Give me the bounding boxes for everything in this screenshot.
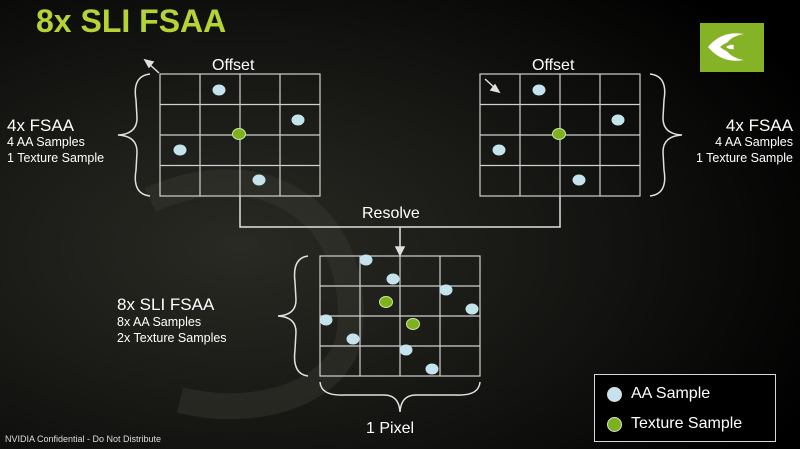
bottom-grid-samples bbox=[319, 254, 479, 375]
right-fsaa-line1: 4 AA Samples bbox=[715, 135, 793, 149]
aa-sample-dot bbox=[572, 174, 586, 186]
sli-fsaa-line2: 2x Texture Samples bbox=[117, 331, 227, 345]
right-offset-label: Offset bbox=[532, 57, 575, 74]
aa-sample-dot bbox=[425, 363, 439, 375]
slide-title: 8x SLI FSAA bbox=[36, 3, 227, 39]
legend-texture-label: Texture Sample bbox=[631, 415, 743, 432]
sli-fsaa-line1: 8x AA Samples bbox=[117, 315, 202, 329]
left-fsaa-line2: 1 Texture Sample bbox=[7, 151, 105, 165]
aa-sample-dot bbox=[359, 254, 373, 266]
bottom-pixel-brace bbox=[319, 381, 481, 413]
right-brace bbox=[649, 73, 683, 197]
aa-sample-dot bbox=[252, 174, 266, 186]
aa-sample-dot bbox=[399, 344, 413, 356]
aa-sample-dot bbox=[492, 144, 506, 156]
left-offset-arrow-icon bbox=[143, 58, 160, 74]
aa-sample-dot bbox=[611, 114, 625, 126]
aa-sample-dot bbox=[532, 84, 546, 96]
texture-sample-dot bbox=[552, 128, 566, 140]
right-offset-arrow-icon bbox=[484, 78, 501, 94]
right-grid-samples bbox=[492, 84, 625, 186]
aa-sample-legend-icon bbox=[607, 386, 622, 402]
resolve-connector bbox=[239, 196, 561, 257]
left-fsaa-line1: 4 AA Samples bbox=[7, 135, 85, 149]
pixel-label: 1 Pixel bbox=[366, 420, 415, 437]
aa-sample-dot bbox=[465, 303, 479, 315]
resolve-label: Resolve bbox=[362, 205, 420, 222]
legend-aa-row: AA Sample bbox=[607, 383, 710, 405]
right-fsaa-heading: 4x FSAA bbox=[725, 116, 793, 135]
legend-texture-row: Texture Sample bbox=[607, 413, 742, 435]
texture-sample-legend-icon bbox=[607, 416, 622, 432]
legend: AA Sample Texture Sample bbox=[594, 374, 776, 442]
left-fsaa-heading: 4x FSAA bbox=[7, 116, 75, 135]
aa-sample-dot bbox=[439, 284, 453, 296]
aa-sample-dot bbox=[291, 114, 305, 126]
aa-sample-dot bbox=[319, 314, 333, 326]
nvidia-eye-logo bbox=[700, 23, 764, 72]
legend-aa-label: AA Sample bbox=[631, 385, 711, 402]
aa-sample-dot bbox=[173, 144, 187, 156]
left-offset-label: Offset bbox=[212, 57, 255, 74]
texture-sample-dot bbox=[232, 128, 246, 140]
bottom-left-brace bbox=[277, 255, 309, 377]
aa-sample-dot bbox=[212, 84, 226, 96]
left-grid-samples bbox=[173, 84, 305, 186]
texture-sample-dot bbox=[379, 296, 393, 308]
bottom-grid bbox=[319, 255, 481, 377]
sli-fsaa-heading: 8x SLI FSAA bbox=[117, 295, 215, 314]
confidential-footer: NVIDIA Confidential - Do Not Distribute bbox=[5, 434, 162, 444]
texture-sample-dot bbox=[406, 318, 420, 330]
left-brace bbox=[117, 73, 151, 197]
aa-sample-dot bbox=[386, 273, 400, 285]
right-fsaa-line2: 1 Texture Sample bbox=[695, 151, 793, 165]
aa-sample-dot bbox=[346, 333, 360, 345]
